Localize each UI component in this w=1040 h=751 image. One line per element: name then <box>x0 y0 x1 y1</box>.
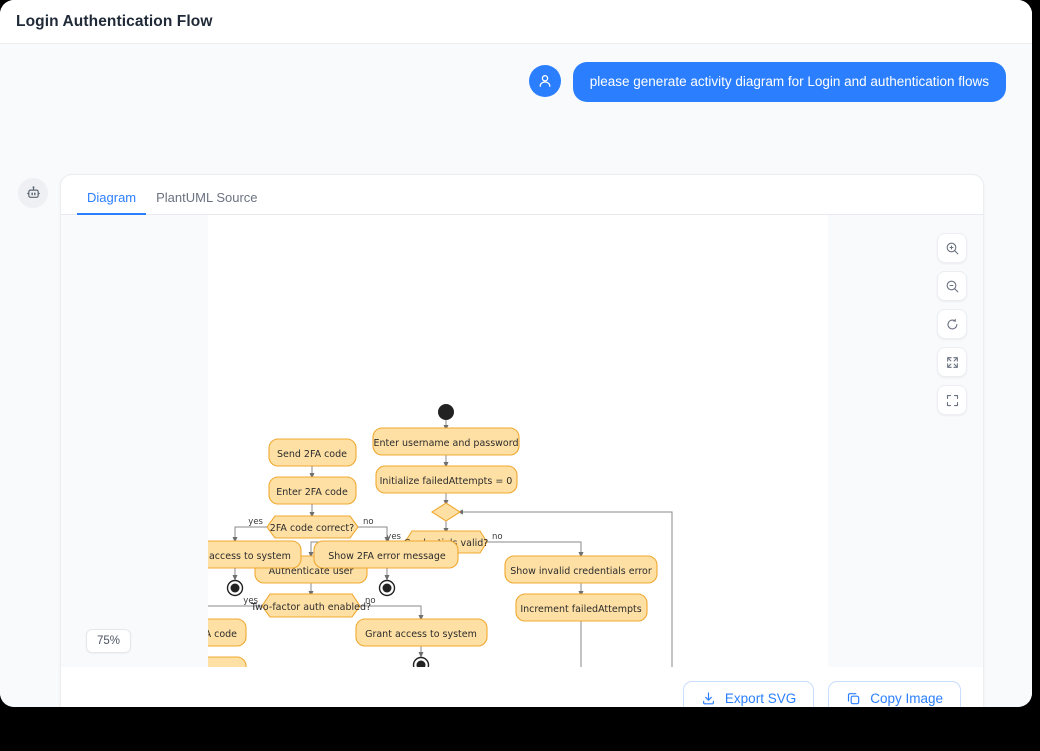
edge-label-cred-yes: yes <box>386 532 401 542</box>
fit-to-screen-button[interactable] <box>937 347 967 377</box>
copy-image-button[interactable]: Copy Image <box>828 680 961 707</box>
export-svg-button[interactable]: Export SVG <box>682 680 815 707</box>
export-svg-label: Export SVG <box>724 691 797 706</box>
node-show-invalid-credentials: Show invalid credentials error <box>504 555 658 584</box>
zoom-in-button[interactable] <box>937 233 967 263</box>
copy-icon <box>848 693 860 705</box>
diagram-card: Diagram PlantUML Source <box>60 174 984 707</box>
edge-label-2fa-no: no <box>365 596 376 606</box>
svg-text:Send 2FA code: Send 2FA code <box>277 449 347 460</box>
app-window: Login Authentication Flow please generat… <box>0 0 1032 707</box>
node-twofactor-enabled: Two-factor auth enabled? <box>250 593 371 618</box>
robot-icon <box>26 185 40 198</box>
reset-view-button[interactable] <box>937 309 967 339</box>
activity-diagram-svg: Enter username and password Initialize f… <box>208 404 673 667</box>
svg-text:Enter 2FA code: Enter 2FA code <box>276 487 348 498</box>
node-send-2fa-code-visible: Send 2FA code <box>268 438 357 467</box>
edge-cred-no <box>487 541 584 558</box>
node-grant-access-2fa: Grant access to system <box>208 540 302 569</box>
svg-text:Show 2FA error message: Show 2FA error message <box>328 551 446 562</box>
node-merge-diamond <box>430 502 462 522</box>
reset-icon <box>946 318 957 329</box>
node-enter-2fa-code-visible: Enter 2FA code <box>268 476 357 505</box>
edge-2fa-yes <box>208 605 263 607</box>
svg-text:Show invalid credentials error: Show invalid credentials error <box>510 566 652 577</box>
download-icon <box>703 692 714 705</box>
zoom-out-icon <box>946 280 958 292</box>
node-end-2fa-error <box>378 579 396 597</box>
svg-text:2FA code correct?: 2FA code correct? <box>270 523 354 534</box>
node-show-2fa-error: Show 2FA error message <box>313 540 459 569</box>
node-send-2fa-code: Send 2FA code <box>208 618 247 647</box>
tab-bar: Diagram PlantUML Source <box>61 175 983 215</box>
window-header: Login Authentication Flow <box>0 0 1032 44</box>
fit-screen-icon <box>946 356 958 368</box>
node-end-2fa-success <box>226 579 244 597</box>
diagram-canvas[interactable]: Enter username and password Initialize f… <box>61 215 983 667</box>
bot-avatar <box>18 178 48 208</box>
edge-code-no <box>358 526 390 543</box>
zoom-in-icon <box>946 242 958 254</box>
user-avatar <box>528 65 561 97</box>
tab-plantuml-source[interactable]: PlantUML Source <box>146 190 267 214</box>
svg-text:Enter username and password: Enter username and password <box>373 438 518 449</box>
svg-text:Grant access to system: Grant access to system <box>208 551 291 562</box>
user-icon <box>539 75 551 87</box>
user-message-bubble: please generate activity diagram for Log… <box>572 62 1006 102</box>
zoom-out-button[interactable] <box>937 271 967 301</box>
tab-diagram[interactable]: Diagram <box>77 190 147 215</box>
edge-attempts-yes-loop <box>457 509 673 667</box>
fullscreen-button[interactable] <box>937 385 967 415</box>
zoom-level-badge: 75% <box>86 629 132 653</box>
diagram-surface: Enter username and password Initialize f… <box>208 215 828 667</box>
svg-text:Initialize failedAttempts = 0: Initialize failedAttempts = 0 <box>380 476 513 487</box>
svg-text:Send 2FA code: Send 2FA code <box>208 629 237 640</box>
edge-label-cred-no: no <box>492 532 503 542</box>
node-end-no-2fa <box>412 656 430 667</box>
node-enter-2fa-code: Enter 2FA code <box>208 656 247 667</box>
node-2fa-code-correct: 2FA code correct? <box>266 515 359 539</box>
node-start <box>438 404 454 420</box>
node-enter-credentials: Enter username and password <box>372 427 520 456</box>
node-init-attempts: Initialize failedAttempts = 0 <box>375 465 518 494</box>
card-footer: Export SVG Copy Image <box>61 665 983 707</box>
zoom-controls <box>937 233 967 415</box>
edge-label-code-yes: yes <box>248 517 263 527</box>
node-grant-access-no-2fa: Grant access to system <box>355 618 488 647</box>
edge-code-yes <box>232 526 267 543</box>
chat-area: please generate activity diagram for Log… <box>0 44 1032 707</box>
svg-text:Increment failedAttempts: Increment failedAttempts <box>520 604 641 615</box>
svg-text:Grant access to system: Grant access to system <box>365 629 477 640</box>
page-title: Login Authentication Flow <box>16 12 213 30</box>
edge-label-2fa-yes: yes <box>243 596 258 606</box>
activity-diagram-lower-svg: Send 2FA code Enter 2FA code 2FA code <box>208 438 459 597</box>
copy-image-label: Copy Image <box>870 691 943 706</box>
edge-2fa-no <box>359 605 424 621</box>
svg-text:Authenticate user: Authenticate user <box>269 566 354 577</box>
edge-label-code-no: no <box>363 517 374 527</box>
fullscreen-icon <box>946 394 958 406</box>
user-message-row: please generate activity diagram for Log… <box>528 62 1006 102</box>
node-increment-attempts: Increment failedAttempts <box>515 593 648 622</box>
svg-text:Two-factor auth enabled?: Two-factor auth enabled? <box>250 602 371 613</box>
